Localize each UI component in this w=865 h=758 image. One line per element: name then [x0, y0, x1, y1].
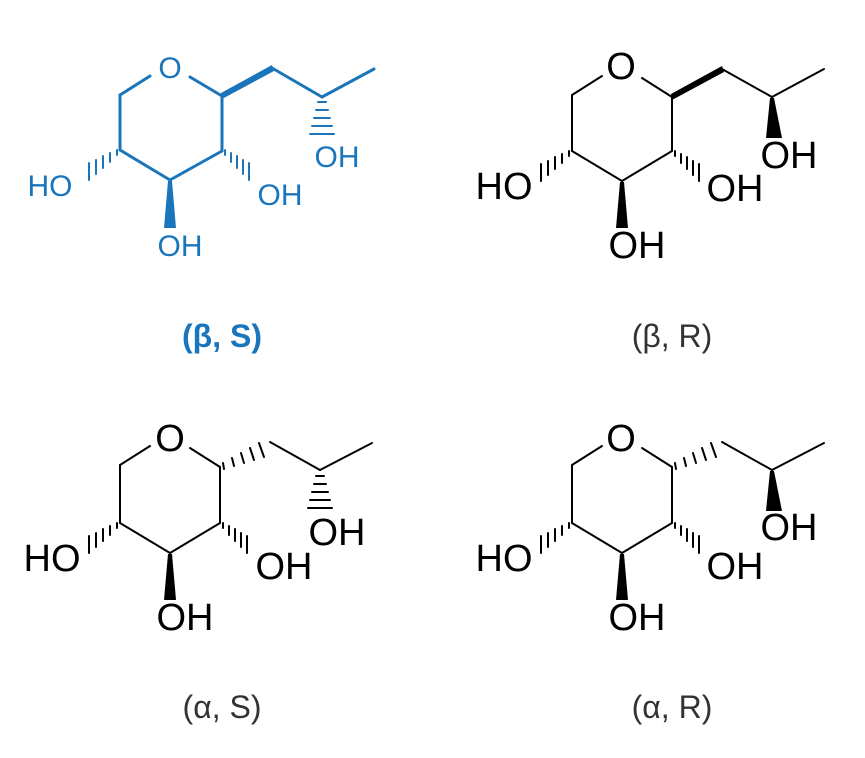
- ring-oxygen-label: O: [606, 418, 636, 460]
- atom-labels: O HO OH OH OH: [24, 418, 366, 639]
- wedge-bond-bottom: [616, 182, 628, 228]
- hydroxyl-label: OH: [256, 546, 313, 588]
- hydroxyl-label: OH: [609, 225, 666, 267]
- hydroxyl-label: OH: [315, 141, 360, 174]
- bond: [270, 66, 324, 99]
- molecule-beta-r: O HO OH OH OH: [476, 46, 825, 267]
- bond: [571, 150, 623, 182]
- bond: [571, 75, 603, 96]
- hydroxyl-label: OH: [158, 230, 203, 263]
- ring-oxygen-label: O: [606, 46, 636, 88]
- hydroxyl-label: HO: [28, 170, 73, 203]
- hashed-bond-left: [88, 522, 118, 554]
- bond: [320, 67, 376, 99]
- bond: [771, 442, 825, 471]
- caption-alpha-r: (α, R): [632, 689, 713, 725]
- bond: [621, 150, 673, 182]
- hashed-bond-right: [674, 522, 700, 554]
- caption-beta-r: (β, R): [632, 318, 713, 354]
- caption-beta-s: (β, S): [182, 318, 262, 354]
- hashed-bond-right: [224, 149, 250, 181]
- hashed-bond-anomeric: [674, 442, 717, 470]
- bond: [721, 68, 773, 98]
- wedge-bond-side: [766, 471, 782, 511]
- ring-bonds: [571, 441, 825, 554]
- hydroxyl-label: OH: [761, 135, 818, 177]
- ring-bonds: [571, 68, 825, 182]
- hashed-bond-left: [540, 150, 570, 182]
- hashed-bond-right: [222, 522, 248, 554]
- hashed-bond-anomeric: [222, 442, 265, 470]
- wedge-bond-bottom: [164, 181, 176, 228]
- bond: [188, 75, 224, 98]
- bond: [189, 447, 221, 468]
- bond: [118, 74, 152, 97]
- bond: [118, 148, 172, 182]
- bond: [319, 442, 373, 471]
- hydroxyl-label: OH: [707, 168, 764, 210]
- wedge-bond: [221, 65, 274, 99]
- hashed-bond-side: [307, 475, 333, 509]
- molecule-alpha-r: O HO OH OH OH: [476, 418, 825, 639]
- hydroxyl-label: HO: [24, 538, 81, 580]
- ring-oxygen-label: O: [158, 52, 181, 85]
- wedge-bond-side: [766, 98, 782, 138]
- bond: [169, 522, 221, 554]
- wedge-bond-bottom: [164, 554, 176, 600]
- hashed-bond-right: [674, 150, 700, 182]
- molecule-alpha-s: O HO OH OH OH: [24, 418, 373, 639]
- wedge-bond: [671, 66, 724, 100]
- ring-bonds: [118, 66, 376, 182]
- hydroxyl-label: OH: [761, 507, 818, 549]
- bond: [571, 522, 623, 554]
- bond: [641, 447, 673, 468]
- bond: [721, 441, 773, 471]
- molecule-beta-s: O HO OH OH OH: [28, 52, 376, 263]
- bond: [621, 522, 673, 554]
- hashed-bond-left: [88, 149, 118, 181]
- bond: [168, 149, 224, 182]
- atom-labels: O HO OH OH OH: [28, 52, 360, 263]
- hydroxyl-label: OH: [609, 597, 666, 639]
- hydroxyl-label: OH: [707, 546, 764, 588]
- caption-alpha-s: (α, S): [183, 689, 262, 725]
- atom-labels: O HO OH OH OH: [476, 418, 818, 639]
- ring-bonds: [119, 441, 373, 554]
- hashed-bond-left: [540, 522, 570, 554]
- hydroxyl-label: HO: [476, 538, 533, 580]
- bond: [571, 445, 603, 466]
- ring-oxygen-label: O: [155, 418, 185, 460]
- bond: [771, 68, 825, 98]
- bond: [119, 522, 171, 554]
- hydroxyl-label: OH: [157, 597, 214, 639]
- bond: [269, 441, 321, 471]
- bond: [641, 77, 673, 98]
- atom-labels: O HO OH OH OH: [476, 46, 818, 267]
- hydroxyl-label: OH: [258, 179, 303, 212]
- wedge-bond-bottom: [616, 554, 628, 600]
- hydroxyl-label: HO: [476, 166, 533, 208]
- hydroxyl-label: OH: [309, 512, 366, 554]
- hashed-bond-side: [309, 101, 335, 135]
- bond: [119, 445, 151, 466]
